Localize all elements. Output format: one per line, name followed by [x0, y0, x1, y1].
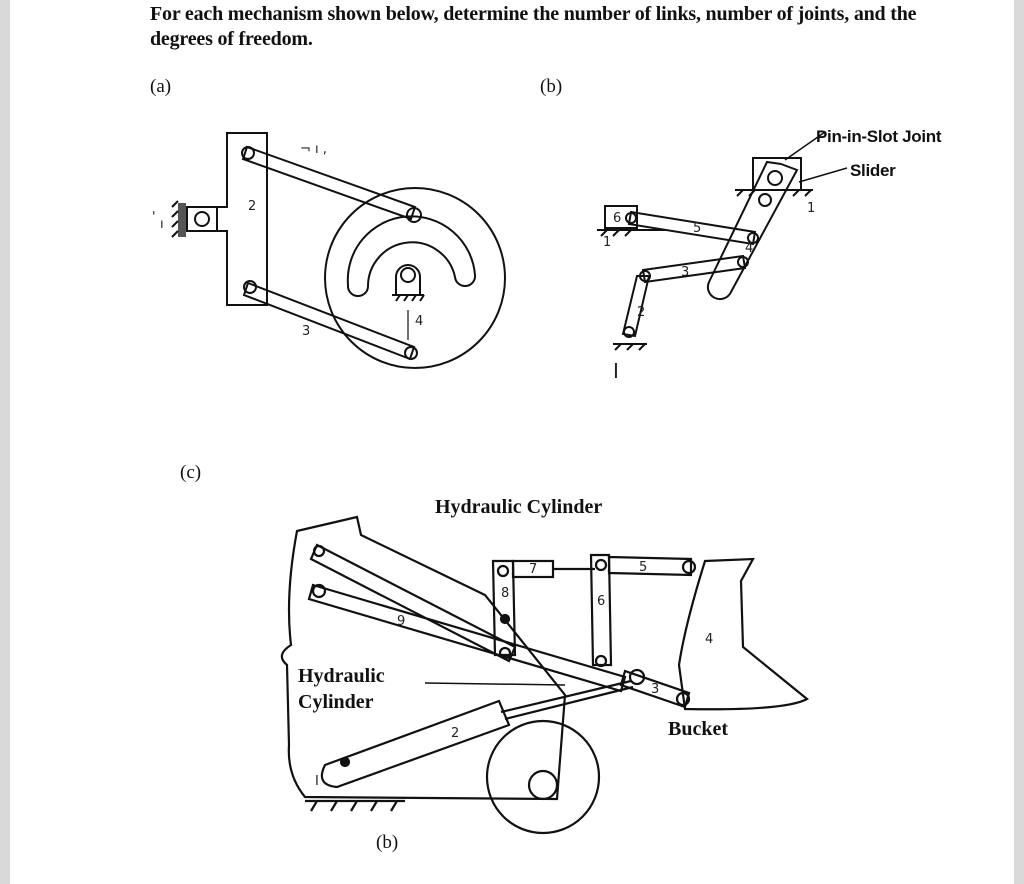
question-line-2: degrees of freedom.: [150, 28, 313, 50]
left-hydraulic-cylinder-line-2: Cylinder: [298, 691, 374, 713]
svg-text:4: 4: [705, 632, 713, 647]
figure-a-diagram: ' ı 2 ¬ ı , 3 4: [152, 132, 506, 369]
pin-in-slot-joint-callout: Pin-in-Slot Joint: [816, 127, 942, 146]
svg-text:3: 3: [681, 265, 689, 280]
svg-text:4: 4: [415, 314, 423, 329]
svg-text:2: 2: [248, 199, 256, 214]
svg-text:6: 6: [613, 211, 621, 226]
figure-b-label: (b): [540, 76, 563, 97]
svg-text:': ': [152, 210, 156, 225]
svg-text:6: 6: [597, 594, 605, 609]
figure-c-label: (c): [180, 462, 202, 483]
svg-text:¬ ı ,: ¬ ı ,: [300, 142, 327, 157]
svg-text:I: I: [315, 774, 319, 789]
svg-text:4: 4: [745, 241, 753, 256]
figure-a-label: (a): [150, 76, 172, 97]
question-text: For each mechanism shown below, determin…: [150, 2, 930, 52]
question-line-1: For each mechanism shown below, determin…: [150, 3, 917, 25]
svg-text:1: 1: [807, 201, 815, 216]
svg-text:I: I: [613, 359, 619, 383]
figure-b-diagram: 6 5 4 3 2 1 1 I: [597, 131, 848, 383]
svg-text:8: 8: [501, 586, 509, 601]
figure-c-diagram: 7 8 6 5 9 4 3 2 I: [280, 515, 809, 835]
svg-text:5: 5: [639, 560, 647, 575]
svg-text:2: 2: [451, 726, 459, 741]
svg-text:1: 1: [603, 235, 611, 250]
svg-text:7: 7: [529, 562, 537, 577]
svg-text:3: 3: [651, 682, 659, 697]
svg-text:9: 9: [397, 614, 405, 629]
svg-text:ı: ı: [160, 217, 164, 232]
left-hydraulic-cylinder-callout: Hydraulic Cylinder: [298, 663, 385, 715]
svg-text:2: 2: [637, 305, 645, 320]
svg-text:5: 5: [693, 221, 701, 236]
figure-c-caption: (b): [376, 832, 399, 853]
top-hydraulic-cylinder-callout: Hydraulic Cylinder: [435, 496, 603, 518]
bucket-callout: Bucket: [668, 718, 728, 740]
svg-text:3: 3: [302, 324, 310, 339]
left-hydraulic-cylinder-line-1: Hydraulic: [298, 665, 385, 687]
document-page: For each mechanism shown below, determin…: [10, 0, 1014, 884]
slider-callout: Slider: [850, 161, 896, 180]
